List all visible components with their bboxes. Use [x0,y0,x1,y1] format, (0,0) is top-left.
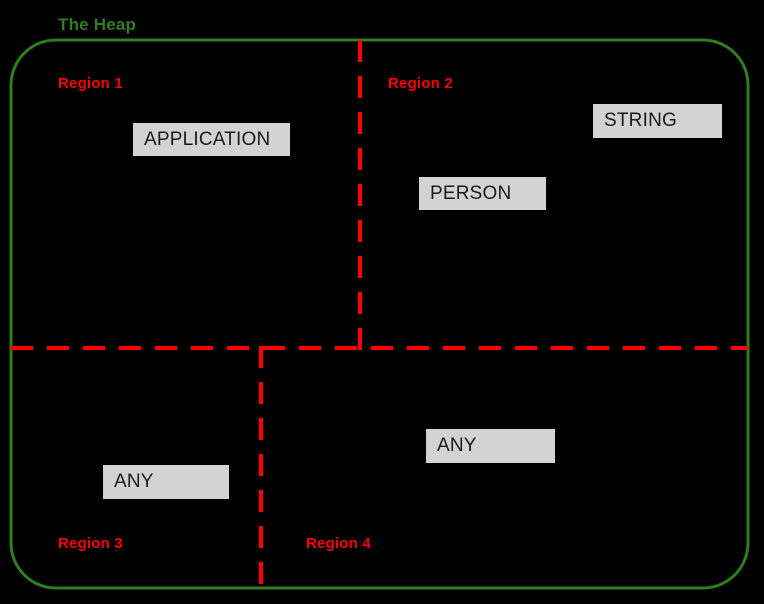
object-box-application[interactable]: APPLICATION [132,122,291,157]
region-label-2: Region 2 [388,75,453,92]
object-box-string-label: STRING [604,110,677,131]
object-box-application-label: APPLICATION [144,128,271,150]
region-label-3: Region 3 [58,535,123,552]
object-box-any-region4-label: ANY [437,435,477,456]
object-box-any-region3-label: ANY [114,471,154,492]
object-box-any-region4[interactable]: ANY [425,428,556,464]
region-label-4: Region 4 [306,535,371,552]
object-box-person-label: PERSON [430,182,512,204]
object-box-string[interactable]: STRING [592,103,723,139]
heap-boundary-rect [9,38,750,590]
object-box-person[interactable]: PERSON [418,176,547,211]
region-label-1: Region 1 [58,75,123,92]
heap-title-label: The Heap [58,15,137,34]
object-box-any-region3[interactable]: ANY [102,464,230,500]
